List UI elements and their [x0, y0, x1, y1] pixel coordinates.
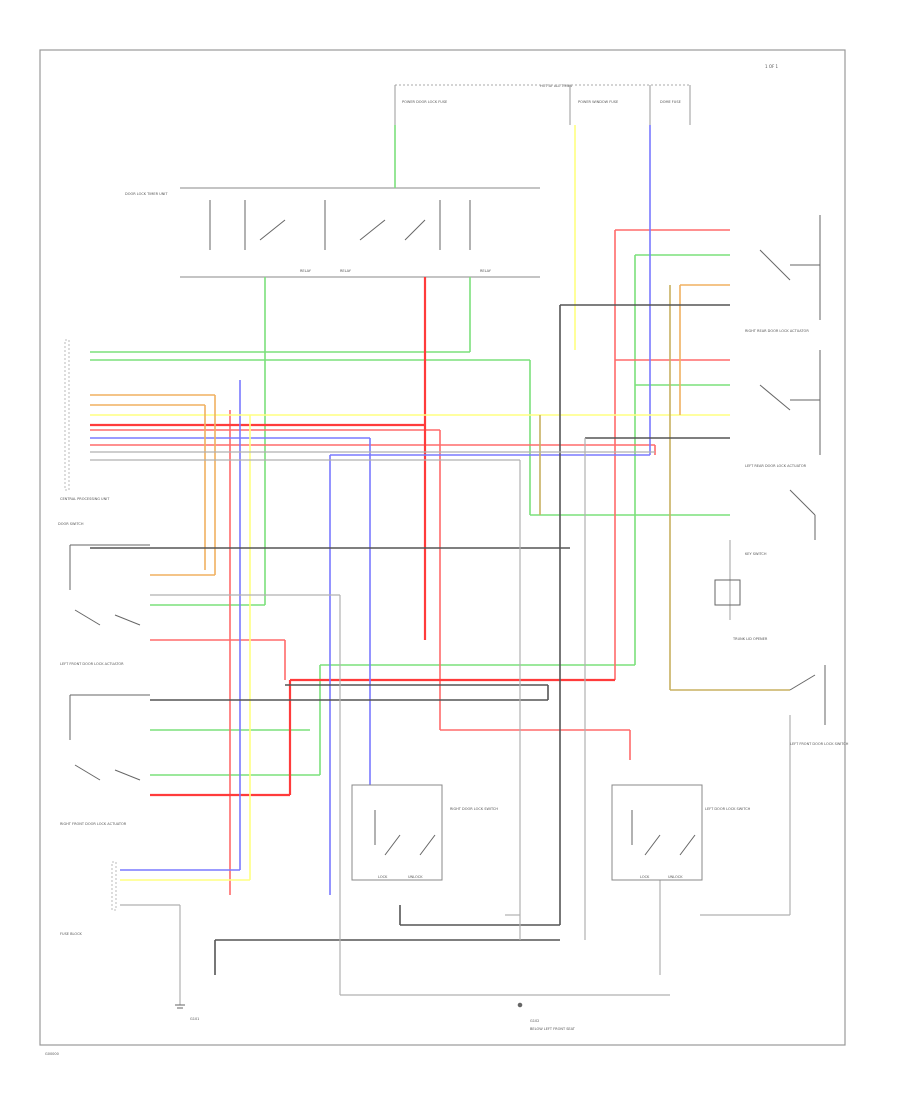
- right-front-door-label: RIGHT FRONT DOOR LOCK ACTUATOR: [60, 822, 127, 826]
- left-front-lock-switch-label: LEFT FRONT DOOR LOCK SWITCH: [790, 742, 849, 746]
- left-bottom-connector: [111, 861, 117, 911]
- right-switch-lock-state: LOCK: [378, 875, 388, 879]
- right-door-lock-switch-contacts: [374, 810, 436, 856]
- trunk-key-switch: [714, 489, 826, 725]
- green-wires: [90, 125, 730, 776]
- ground-bottom-label: BELOW LEFT FRONT SEAT: [530, 1027, 576, 1031]
- fuse-power-door-lock-label: POWER DOOR LOCK FUSE: [402, 100, 447, 104]
- left-door-lock-switch-label: LEFT DOOR LOCK SWITCH: [705, 807, 751, 811]
- left-door-lock-switch-box: [611, 784, 703, 881]
- central-processing-connector: [64, 339, 70, 491]
- trunk-lid-label: TRUNK LID OPENER: [732, 637, 768, 641]
- right-door-lock-switch-label: RIGHT DOOR LOCK SWITCH: [450, 807, 498, 811]
- door-switch-right: [69, 694, 150, 781]
- footer-code: G00000: [45, 1052, 59, 1056]
- door-switch-left: [69, 544, 150, 626]
- gray-wires: [90, 438, 791, 1005]
- relay-contacts: [209, 200, 471, 250]
- relay-unit-title: DOOR LOCK TIMER UNIT: [125, 192, 168, 196]
- right-switch-unlock-state: UNLOCK: [408, 875, 423, 879]
- ground-right-label: G102: [530, 1019, 539, 1023]
- left-rear-door-label: LEFT REAR DOOR LOCK ACTUATOR: [745, 464, 807, 468]
- blue-wires: [90, 125, 651, 895]
- right-rear-door-label: RIGHT REAR DOOR LOCK ACTUATOR: [745, 329, 809, 333]
- relay-label-2: RELAY: [340, 269, 352, 273]
- ground-right-symbol: [517, 1002, 523, 1008]
- ground-left-symbol: [175, 1004, 185, 1009]
- diagram-border: [39, 49, 846, 1046]
- left-fuse-label: FUSE BLOCK: [60, 932, 83, 936]
- door-switch-label: DOOR SWITCH: [58, 522, 84, 526]
- left-front-door-label: LEFT FRONT DOOR LOCK ACTUATOR: [60, 662, 124, 666]
- strong-red-wires: [90, 277, 615, 797]
- left-switch-unlock-state: UNLOCK: [668, 875, 683, 879]
- relay-label-3: RELAY: [480, 269, 492, 273]
- key-switch-label: KEY SWITCH: [745, 552, 767, 556]
- relay-label-1: RELAY: [300, 269, 312, 273]
- right-door-lock-switch-box: [351, 784, 443, 881]
- orange-wires: [90, 284, 730, 576]
- tan-wires: [539, 285, 790, 691]
- left-rear-door-switch: [759, 350, 821, 455]
- ground-left-label: G101: [190, 1017, 199, 1021]
- page-tag: 1 OF 1: [765, 64, 779, 69]
- central-processing-label: CENTRAL PROCESSING UNIT: [60, 497, 110, 501]
- fuse-drops: [394, 85, 691, 125]
- black-wires: [90, 304, 730, 975]
- left-switch-lock-state: LOCK: [640, 875, 650, 879]
- left-door-lock-switch-contacts: [631, 810, 696, 856]
- fuse-window-label: POWER WINDOW FUSE: [578, 100, 618, 104]
- yellow-wires: [90, 125, 730, 881]
- fuse-dome-label: DOME FUSE: [660, 100, 681, 104]
- hot-at-all-times-label: HOT AT ALL TIMES: [540, 84, 573, 88]
- right-rear-door-switch: [759, 215, 821, 320]
